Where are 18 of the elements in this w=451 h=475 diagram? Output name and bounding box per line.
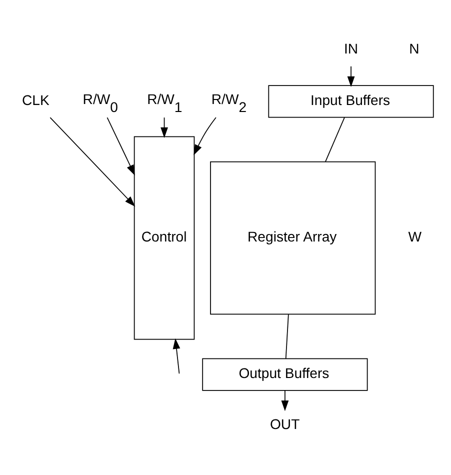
arrow [172, 338, 180, 374]
node-box: Output Buffers [202, 358, 368, 390]
arrow [160, 116, 168, 138]
arrow [106, 116, 135, 175]
arrow [194, 116, 216, 155]
label: W [408, 228, 422, 244]
node-box: Register Array [210, 160, 376, 314]
node-box: Control [134, 136, 195, 340]
connector [285, 314, 289, 359]
node-box: Input Buffers [268, 84, 434, 118]
node-text: CLK [22, 91, 50, 108]
label: N [409, 40, 420, 56]
connector [325, 116, 345, 162]
node-text: IN [344, 40, 358, 56]
node-text: OUT [270, 415, 300, 432]
arrow [50, 116, 136, 206]
arrow [347, 65, 355, 86]
arrow [281, 390, 289, 411]
